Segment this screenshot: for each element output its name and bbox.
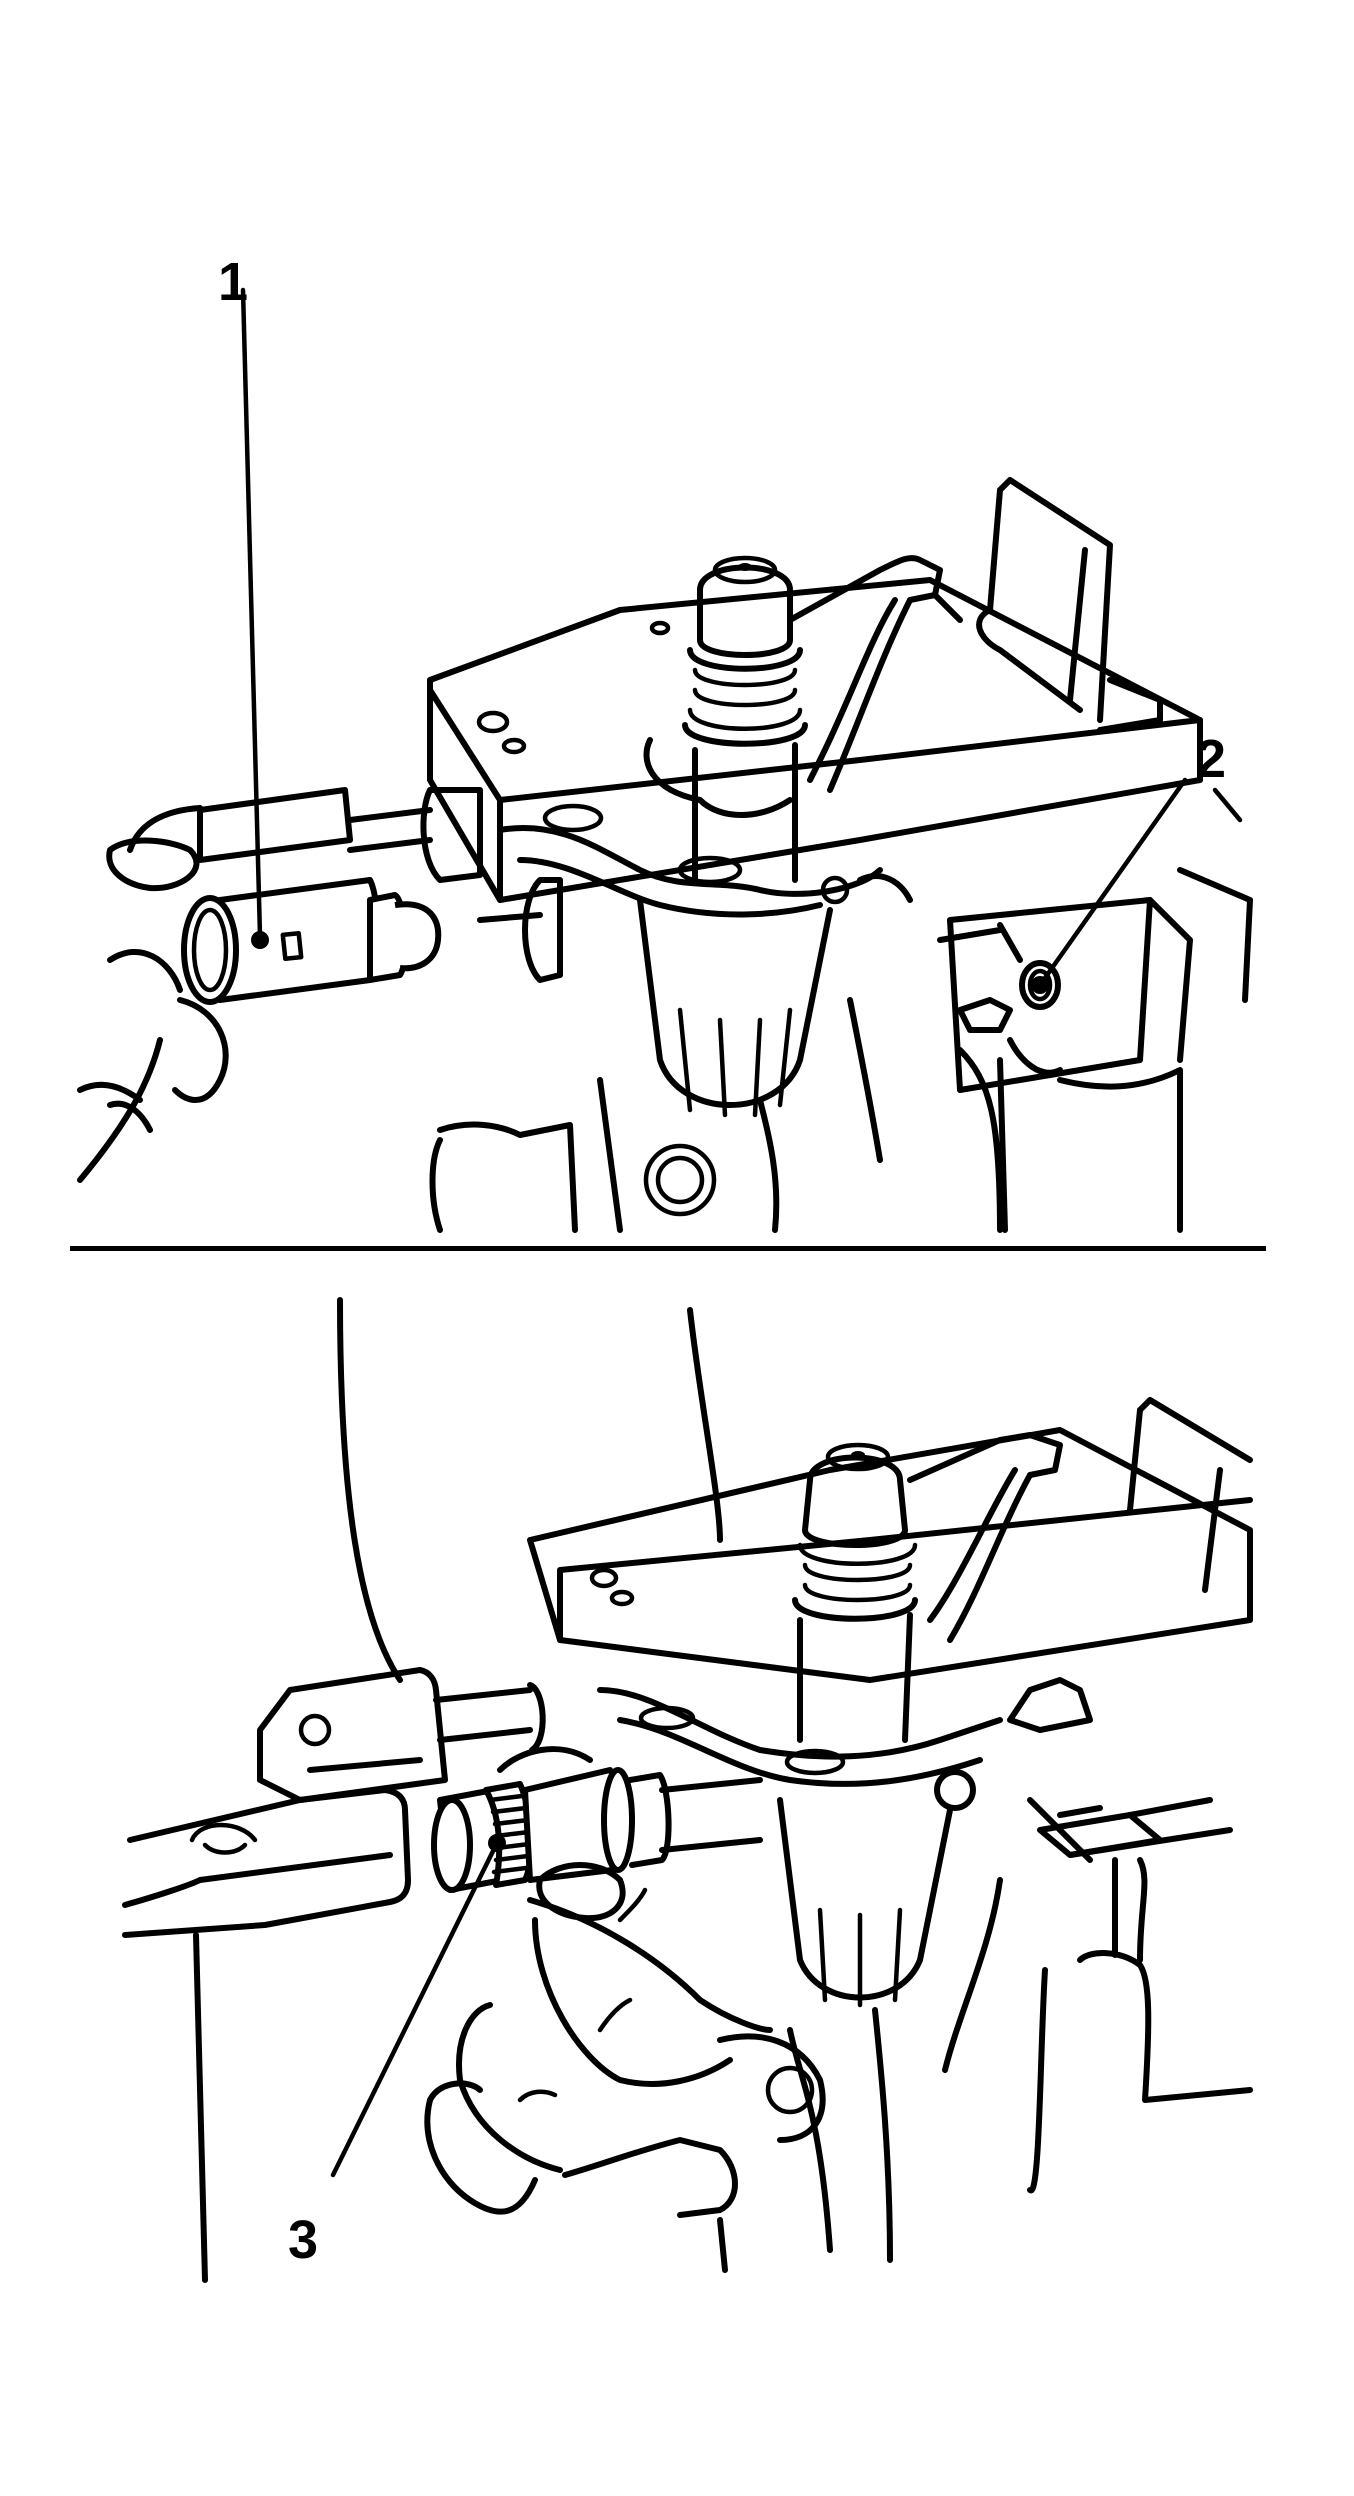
callout-1: 1: [218, 252, 249, 312]
top-panel-illustration: [77, 287, 1253, 1233]
callout-2: 2: [1196, 729, 1227, 789]
callout-3: 3: [288, 2210, 319, 2270]
panel-divider: [70, 1246, 1266, 1251]
